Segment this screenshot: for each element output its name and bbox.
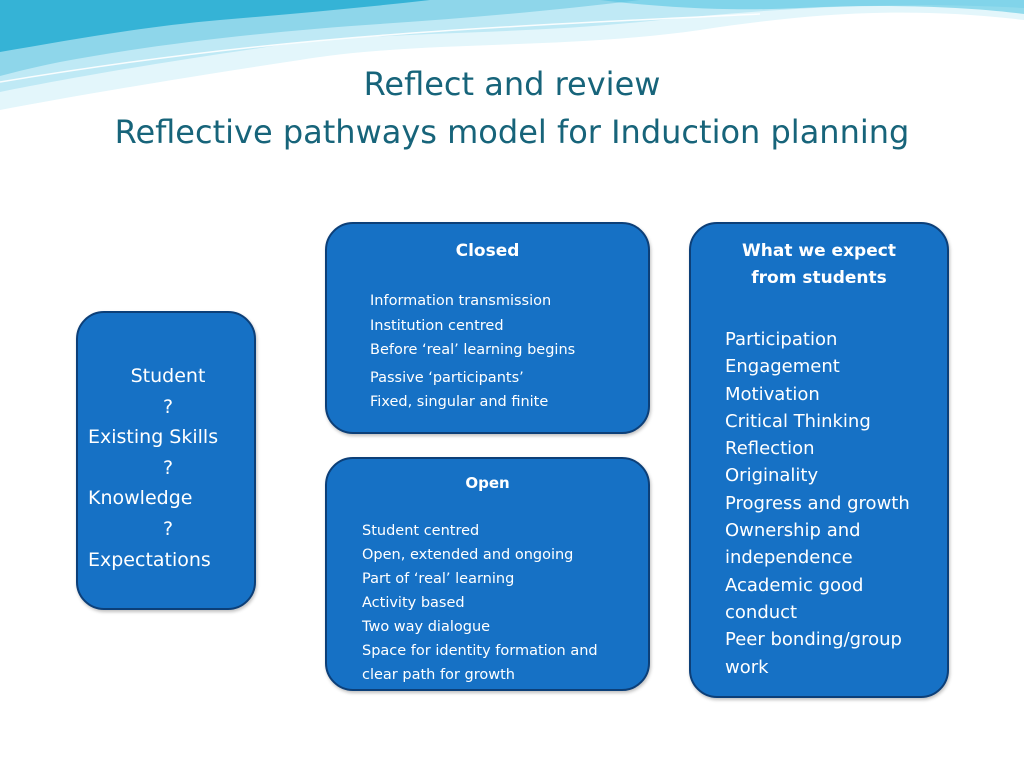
expectation-item: conduct: [725, 601, 798, 623]
open-item: Activity based: [362, 595, 465, 611]
header-wave-decoration: [0, 0, 1024, 110]
expectations-box: What we expect from students Participati…: [689, 222, 949, 698]
expectation-item: work: [725, 656, 769, 678]
expectation-item: independence: [725, 547, 853, 569]
page-subtitle: Reflective pathways model for Induction …: [114, 113, 910, 151]
question-mark: ?: [162, 456, 174, 479]
student-list: Student ? Existing Skills ? Knowledge ? …: [88, 361, 248, 575]
closed-heading: Closed: [455, 241, 520, 261]
open-item: Student centred: [362, 523, 480, 539]
open-item: Two way dialogue: [362, 619, 491, 635]
expectations-heading-line1: What we expect: [742, 241, 896, 261]
expectation-item: Originality: [725, 465, 819, 487]
existing-skills-label: Existing Skills: [88, 426, 219, 449]
expectations-heading-line2: from students: [751, 268, 887, 288]
open-item: Part of ‘real’ learning: [362, 571, 515, 587]
closed-list: Information transmission Institution cen…: [370, 289, 640, 415]
expectation-item: Academic good: [725, 574, 864, 596]
open-heading: Open: [465, 474, 510, 492]
closed-box: Closed Information transmission Institut…: [325, 222, 650, 434]
page-title: Reflect and review: [363, 65, 661, 103]
closed-item: Before ‘real’ learning begins: [370, 342, 576, 358]
expectation-item: Critical Thinking: [725, 410, 871, 432]
expectation-item: Progress and growth: [725, 492, 910, 514]
open-item: Space for identity formation and: [362, 643, 598, 659]
open-item: clear path for growth: [362, 667, 515, 683]
open-box: Open Student centred Open, extended and …: [325, 457, 650, 691]
expectation-item: Peer bonding/group: [725, 629, 902, 651]
student-label: Student: [130, 365, 206, 387]
expectation-item: Reflection: [725, 438, 815, 460]
student-box: Student ? Existing Skills ? Knowledge ? …: [76, 311, 256, 610]
closed-item: Fixed, singular and finite: [370, 394, 549, 410]
question-mark: ?: [162, 517, 174, 540]
knowledge-label: Knowledge: [88, 487, 193, 510]
question-mark: ?: [162, 395, 174, 418]
expectations-label: Expectations: [88, 548, 211, 571]
closed-item: Institution centred: [370, 317, 504, 334]
closed-item: Information transmission: [370, 293, 552, 309]
open-item: Open, extended and ongoing: [362, 547, 574, 563]
expectation-item: Ownership and: [725, 520, 861, 542]
expectation-item: Engagement: [725, 356, 840, 378]
expectation-item: Participation: [725, 329, 838, 350]
open-list: Student centred Open, extended and ongoi…: [362, 519, 647, 687]
expectations-list: Participation Engagement Motivation Crit…: [725, 326, 945, 681]
closed-item: Passive ‘participants’: [370, 369, 524, 386]
expectation-item: Motivation: [725, 383, 820, 405]
